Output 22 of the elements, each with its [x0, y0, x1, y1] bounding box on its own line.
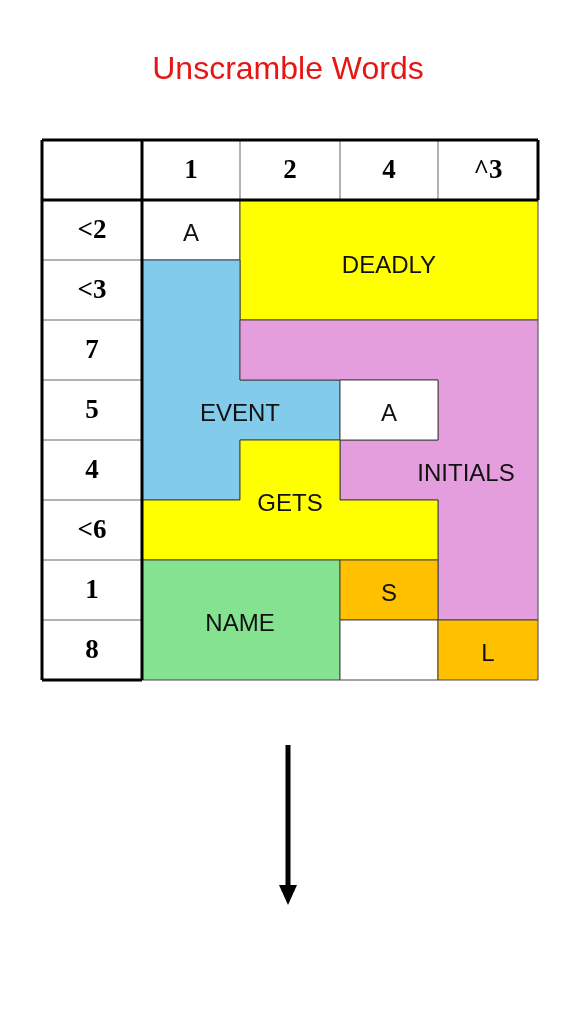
region-text: DEADLY	[341, 250, 437, 279]
column-header: 2	[283, 154, 297, 184]
title: Unscramble Words	[152, 49, 424, 88]
column-header: 1	[184, 154, 198, 184]
region-text: A	[381, 399, 397, 427]
row-header: <6	[77, 514, 107, 544]
region-text: NAME	[205, 609, 275, 637]
region-text: S	[381, 579, 397, 607]
row-header: <3	[77, 274, 107, 304]
region-text: EVENT	[200, 399, 280, 427]
region-text: L	[481, 639, 495, 667]
column-header: ^3	[473, 154, 503, 184]
row-header: 8	[85, 634, 99, 664]
column-header: 4	[382, 154, 396, 184]
row-header: 1	[85, 574, 99, 604]
row-header: <2	[77, 214, 107, 244]
region-text: GETS	[257, 489, 323, 517]
row-header: 7	[85, 334, 99, 364]
row-header: 5	[85, 394, 99, 424]
region-text: A	[183, 219, 199, 247]
row-header: 4	[85, 454, 99, 484]
region-text: INITIALS	[417, 459, 515, 487]
